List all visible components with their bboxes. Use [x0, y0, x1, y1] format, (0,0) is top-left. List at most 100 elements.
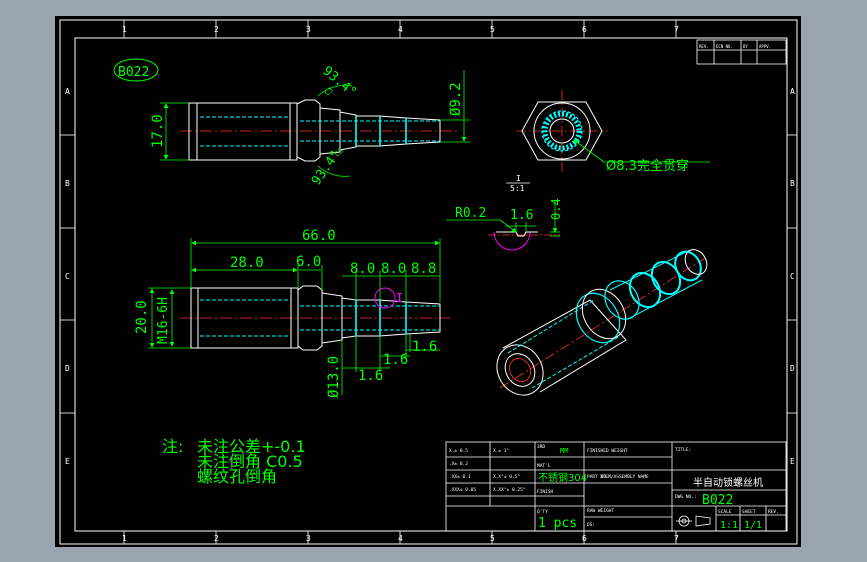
raw-weight: RAW WEIGHT	[587, 508, 614, 514]
material: 不锈钢304	[538, 471, 587, 484]
front-dim-seg2: 8.0	[381, 261, 406, 277]
front-dim-thread: M16-6H	[156, 297, 171, 344]
zone-col-7: 7	[674, 25, 679, 34]
front-view: I 66.0 28.0 6.0	[134, 228, 450, 398]
zone-col-5: 5	[490, 25, 495, 34]
notes-line1: 未注公差+-0.1	[197, 437, 306, 456]
dwg-label: DWG NO.:	[675, 494, 697, 500]
zone-col-6: 6	[582, 25, 587, 34]
top-view: 17.0 Ø9.2 93.4° 93.4° C3 C3	[150, 64, 470, 188]
detail-radius: R0.2	[455, 206, 486, 221]
top-callout-upper: C3	[323, 86, 335, 98]
qty-label: Q'TY	[537, 509, 548, 515]
zone-labels: 1 2 3 4 5 6 7 1 2 3 4 5 6 7 A B C D E A …	[65, 25, 795, 543]
notes: 注: 未注公差+-0.1 未注倒角 C0.5 螺纹孔倒角	[162, 437, 306, 486]
dwg-no: B022	[702, 493, 733, 508]
front-dim-height: 20.0	[134, 300, 150, 334]
rev-header-ecn: ECN NO.	[716, 44, 733, 49]
zone-col-1-bottom: 1	[122, 534, 127, 543]
zone-col-7-bottom: 7	[674, 534, 679, 543]
end-view: Ø8.3完全贯穿	[516, 90, 710, 174]
proj-label: 3RD	[537, 444, 545, 450]
zone-col-2-bottom: 2	[214, 534, 219, 543]
detail-ref: I	[516, 174, 521, 183]
zone-ticks	[60, 20, 797, 544]
projection-symbol-icon	[676, 515, 711, 527]
ang-row-1: X.± 1°	[493, 448, 510, 454]
zone-col-2: 2	[214, 25, 219, 34]
zone-row-b-right: B	[790, 179, 795, 188]
mat-label: MAT'L	[537, 463, 551, 469]
front-dim-len2: 6.0	[296, 254, 321, 270]
rev-header-appv: APPV.	[759, 44, 771, 49]
detail-scale: 5:1	[510, 184, 525, 193]
top-callout-lower: C3	[333, 147, 345, 159]
notes-line3: 螺纹孔倒角	[197, 467, 277, 486]
qty: 1 pcs	[538, 516, 577, 531]
zone-col-3-bottom: 3	[306, 534, 311, 543]
zone-row-a-right: A	[790, 87, 795, 96]
scale: 1:1	[720, 520, 738, 531]
part-no: ITEM/ASSEMBLY NAME	[600, 474, 649, 480]
outer-border	[59, 19, 798, 545]
part-no-label: PART NO.	[587, 474, 609, 480]
zone-col-4: 4	[398, 25, 403, 34]
zone-row-e-right: E	[790, 457, 795, 466]
drawing-title: 半自动锁螺丝机	[693, 476, 763, 489]
ang-row-3: X.XX°± 0.25°	[493, 487, 526, 493]
detail-width: 1.6	[510, 208, 533, 223]
front-detail-mark: I	[396, 291, 403, 305]
title-block: X.± 0.5 .X± 0.2 .XX± 0.1 .XXX± 0.05 X.± …	[445, 441, 787, 532]
zone-row-a: A	[65, 87, 70, 96]
zone-col-1: 1	[122, 25, 127, 34]
drawing-sheet: 1 2 3 4 5 6 7 1 2 3 4 5 6 7 A B C D E A …	[55, 16, 801, 547]
part-id-balloon	[113, 58, 159, 82]
revision-block: REV. ECN NO. BY APPV.	[696, 39, 787, 65]
zone-col-4-bottom: 4	[398, 534, 403, 543]
zone-row-c-right: C	[790, 272, 795, 281]
top-dim-dia: Ø9.2	[448, 82, 464, 116]
detail-view: I 5:1 R0.2 1.6 0.4	[446, 174, 563, 251]
tol-row-4: .XXX± 0.05	[449, 487, 476, 493]
front-dim-total: 66.0	[302, 228, 336, 244]
isometric-view	[496, 249, 708, 396]
inner-border	[74, 37, 788, 532]
top-dim-height: 17.0	[150, 114, 166, 148]
front-dim-seg1: 8.0	[350, 261, 375, 277]
ds-label: DS:	[587, 522, 595, 528]
sheet-label: SHEET	[742, 509, 756, 515]
end-hole-note: Ø8.3完全贯穿	[606, 158, 689, 174]
detail-depth: 0.4	[549, 198, 563, 220]
cad-drawing: 1 2 3 4 5 6 7 1 2 3 4 5 6 7 A B C D E A …	[59, 19, 798, 545]
rev-header-rev: REV.	[699, 44, 709, 49]
rev-header-by: BY	[743, 44, 748, 49]
rev-label: REV.	[768, 509, 779, 515]
finish-label: FINISH	[537, 489, 554, 495]
zone-col-5-bottom: 5	[490, 534, 495, 543]
front-dim-seg3: 8.8	[411, 261, 436, 277]
scale-label: SCALE	[718, 509, 732, 515]
proj-unit: MM	[560, 447, 568, 455]
notes-line2: 未注倒角 C0.5	[197, 452, 303, 471]
zone-row-b: B	[65, 179, 70, 188]
front-dim-dia-base: Ø13.0	[326, 356, 342, 398]
front-dim-len1: 28.0	[230, 255, 264, 271]
zone-row-e: E	[65, 457, 70, 466]
front-dim-groove2: 1.6	[383, 352, 408, 368]
zone-row-d-right: D	[790, 364, 795, 373]
finished-weight: FINISHED WEIGHT	[587, 448, 628, 454]
zone-row-c: C	[65, 272, 70, 281]
part-id: B022	[118, 65, 149, 80]
ang-row-2: X.X°± 0.5°	[493, 474, 520, 480]
zone-row-d: D	[65, 364, 70, 373]
sheet: 1/1	[744, 520, 762, 531]
tol-row-1: X.± 0.5	[449, 448, 468, 454]
tol-row-2: .X± 0.2	[449, 461, 468, 467]
tol-row-3: .XX± 0.1	[449, 474, 471, 480]
notes-prefix: 注:	[162, 437, 183, 456]
zone-col-6-bottom: 6	[582, 534, 587, 543]
front-dim-groove3: 1.6	[412, 339, 437, 355]
front-dim-groove1: 1.6	[358, 368, 383, 384]
title-label: TITLE:	[675, 447, 691, 453]
zone-col-3: 3	[306, 25, 311, 34]
